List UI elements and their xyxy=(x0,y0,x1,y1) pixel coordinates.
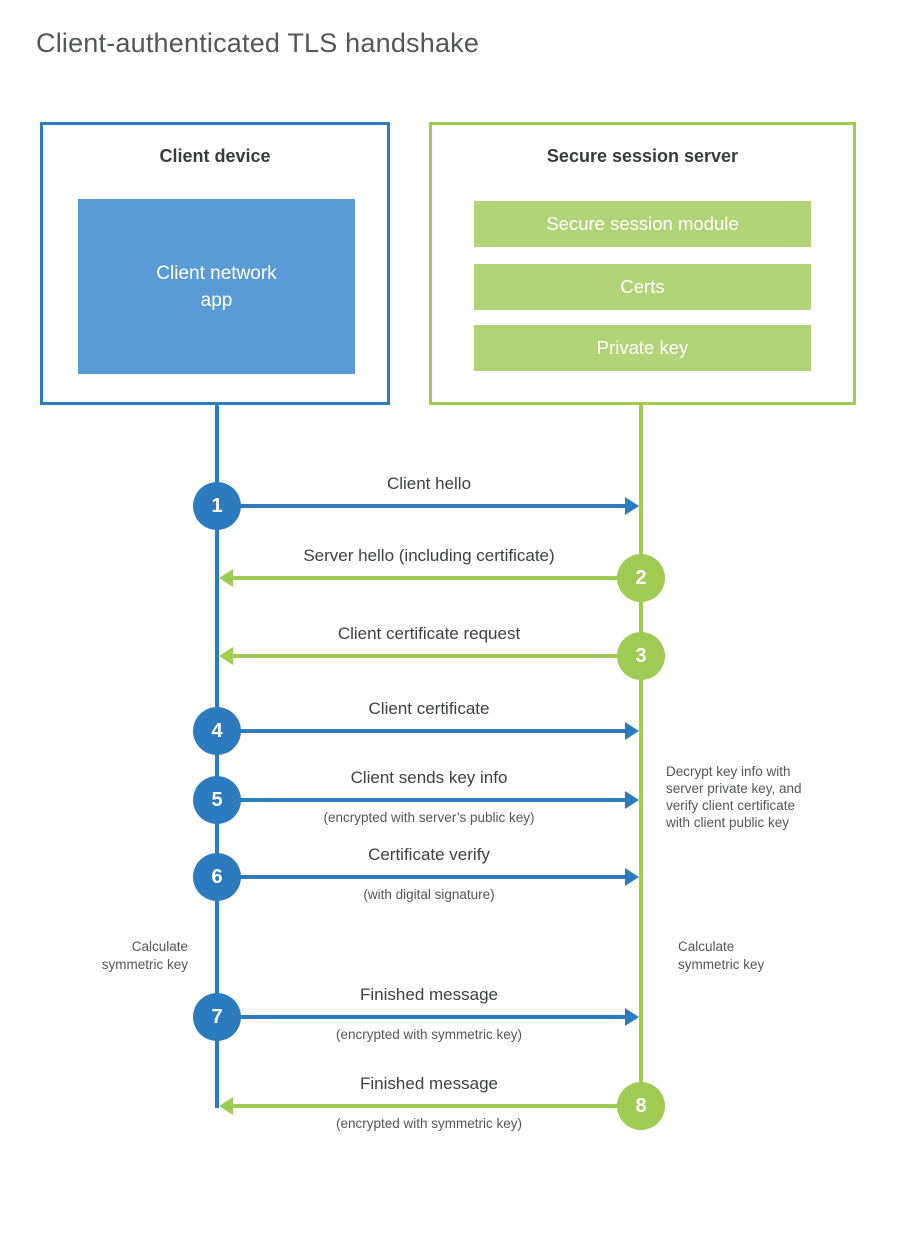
arrow-shaft xyxy=(217,875,625,879)
message-label: Client sends key info xyxy=(350,768,508,787)
step-circle-6: 6 xyxy=(193,853,241,901)
step-circle-5: 5 xyxy=(193,776,241,824)
arrow-right-icon xyxy=(625,1008,639,1026)
secure-session-server-box: Secure session server Secure session mod… xyxy=(429,122,856,405)
arrow-shaft xyxy=(217,798,625,802)
arrow-shaft xyxy=(217,729,625,733)
arrow-shaft xyxy=(233,654,641,658)
module-certs: Certs xyxy=(474,264,811,310)
arrow-shaft xyxy=(233,576,641,580)
arrow-left-icon xyxy=(219,1097,233,1115)
arrow-left-icon xyxy=(219,647,233,665)
client-device-title: Client device xyxy=(159,146,271,166)
module-secure-session-module: Secure session module xyxy=(474,201,811,247)
arrow-right-icon xyxy=(625,722,639,740)
message-sublabel: (with digital signature) xyxy=(363,887,495,902)
note-calculate-symmetric-key-server: Calculate symmetric key xyxy=(678,939,765,972)
arrow-right-icon xyxy=(625,497,639,515)
message-label: Client certificate request xyxy=(337,624,521,643)
page-title: Client-authenticated TLS handshake xyxy=(36,28,480,58)
message-label: Client hello xyxy=(386,474,472,493)
step-circle-1: 1 xyxy=(193,482,241,530)
client-network-app-block: Client network app xyxy=(78,199,355,374)
arrow-right-icon xyxy=(625,868,639,886)
step-circle-3: 3 xyxy=(617,632,665,680)
message-sublabel: (encrypted with symmetric key) xyxy=(335,1116,523,1131)
secure-session-server-title: Secure session server xyxy=(546,146,739,166)
message-label: Finished message xyxy=(360,985,498,1004)
arrow-shaft xyxy=(217,1015,625,1019)
message-label: Client certificate xyxy=(368,699,490,718)
step-circle-7: 7 xyxy=(193,993,241,1041)
step-circle-2: 2 xyxy=(617,554,665,602)
server-lifeline xyxy=(639,405,643,1108)
step-circle-4: 4 xyxy=(193,707,241,755)
step-circle-8: 8 xyxy=(617,1082,665,1130)
client-device-box: Client device Client network app xyxy=(40,122,390,405)
message-sublabel: (encrypted with server’s public key) xyxy=(323,810,535,825)
note-calculate-symmetric-key-client: Calculate symmetric key xyxy=(101,939,188,972)
arrow-shaft xyxy=(217,504,625,508)
module-private-key: Private key xyxy=(474,325,811,371)
arrow-left-icon xyxy=(219,569,233,587)
message-label: Certificate verify xyxy=(368,845,490,864)
client-lifeline xyxy=(215,405,219,1108)
message-label: Server hello (including certificate) xyxy=(303,546,555,565)
note-decrypt-key-info: Decrypt key info with server private key… xyxy=(666,764,802,830)
message-sublabel: (encrypted with symmetric key) xyxy=(335,1027,523,1042)
arrow-right-icon xyxy=(625,791,639,809)
arrow-shaft xyxy=(233,1104,641,1108)
message-label: Finished message xyxy=(360,1074,498,1093)
